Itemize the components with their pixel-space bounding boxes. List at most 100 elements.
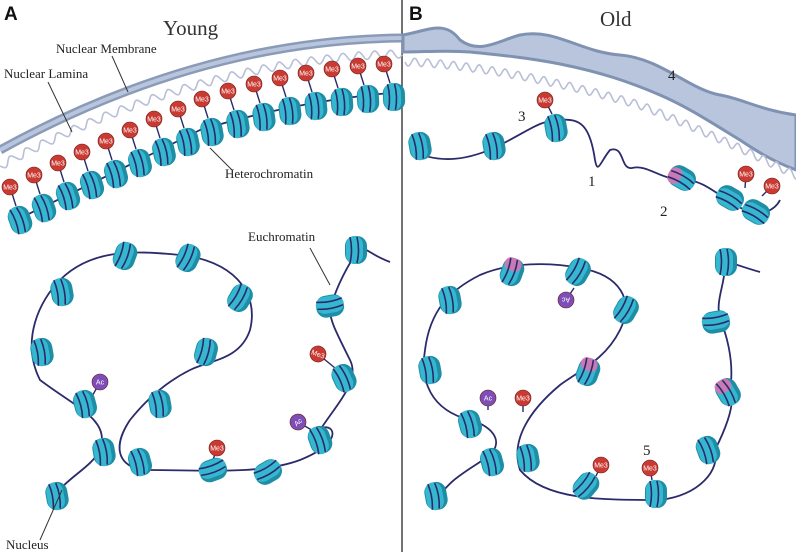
- old-het-nucleosome-6-wrap-1: [741, 209, 765, 225]
- young-het-me3-5-circle: [97, 132, 115, 150]
- young-eu-nucleosome-12-core: [198, 458, 227, 479]
- panel-a-title: Young: [163, 16, 219, 40]
- young-het-me3-3-circle: [49, 154, 67, 172]
- young-het-me3-1-circle: [1, 178, 19, 196]
- young-eu-nucleosome-14: [307, 425, 333, 455]
- callout-3: 3: [518, 109, 526, 125]
- young-het-me3-4-circle: [73, 143, 91, 161]
- young-het-me3-3: Me3: [49, 154, 67, 172]
- old-eu-nucleosome-9-wrap-2: [525, 444, 533, 471]
- young-eu-nucleosome-4-wrap-2: [39, 338, 47, 365]
- young-eu-nucleosome-5: [50, 277, 74, 307]
- old-het-me3-1-text: Me3: [538, 98, 552, 105]
- young-het-nucleosome-11: [252, 102, 276, 132]
- young-het-nucleosome-9-wrap-1: [203, 119, 210, 146]
- old-eu-nucleosome-13-core: [696, 436, 717, 465]
- young-het-me3-12: Me3: [271, 69, 289, 87]
- young-eu-nucleosome-14-wrap-1: [309, 429, 320, 455]
- young-het-nucleosome-13-wrap-2: [314, 92, 320, 119]
- old-eu-nucleosome-11-core: [572, 472, 597, 498]
- young-het-me3-10: Me3: [219, 82, 237, 100]
- old-eu-nucleosome-14: [714, 378, 741, 407]
- young-het-me3-7: Me3: [145, 110, 163, 128]
- young-eu-nucleosome-11: [127, 447, 153, 477]
- old-eu-nucleosome-7-wrap-2: [619, 299, 635, 323]
- old-het-nucleosome-6: [741, 199, 770, 225]
- old-eu-nucleosome-16-core: [716, 248, 733, 276]
- young-het-me3-14-text: Me3: [325, 67, 339, 74]
- young-eu-me3-1: Me3: [208, 439, 226, 457]
- callout-1: 1: [588, 174, 596, 190]
- young-eu-nucleosome-15-wrap-2: [338, 365, 352, 390]
- old-het-nucleosome-2: [482, 131, 506, 161]
- old-eu-nucleosome-4-wrap-2: [447, 286, 455, 313]
- young-het-me3-8-circle: [169, 100, 187, 118]
- young-eu-nucleosome-13-wrap-1: [253, 459, 277, 475]
- young-het-nucleosome-9-wrap-2: [209, 118, 217, 145]
- young-het-me3-5: Me3: [97, 132, 115, 150]
- young-het-me3-10-circle: [219, 82, 237, 100]
- young-het-me3-9: Me3: [193, 90, 211, 108]
- old-het-nucleosome-3-wrap-1: [547, 115, 554, 142]
- old-eu-nucleosome-13-wrap-2: [703, 437, 715, 462]
- old-eu-nucleosome-8: [575, 357, 601, 387]
- young-het-me3-15-circle: [349, 57, 367, 75]
- young-het-nucleosome-6-wrap-2: [137, 149, 145, 176]
- young-het-nucleosome-16-wrap-2: [393, 83, 398, 111]
- young-eu-nucleosome-16-wrap-1: [316, 297, 343, 304]
- young-het-me3-4: Me3: [73, 143, 91, 161]
- old-ac-2-text: Ac: [484, 396, 493, 403]
- old-nuclear-envelope: [401, 26, 796, 181]
- old-eu-me3-2-circle: [592, 456, 610, 474]
- young-het-me3-14: Me3: [323, 60, 341, 78]
- old-eu-nucleosome-1-wrap-1: [427, 483, 434, 510]
- nucleus-leader: [39, 489, 63, 541]
- old-eu-nucleosome-2: [457, 409, 483, 439]
- young-eu-nucleosome-7: [175, 243, 201, 273]
- young-eu-nucleosome-2: [92, 437, 116, 467]
- old-het-nucleosome-2-wrap-1: [485, 133, 492, 160]
- old-eu-nucleosome-4-wrap-1: [441, 287, 448, 314]
- young-het-me3-16: Me3: [375, 55, 393, 73]
- young-het-nucleosome-5-wrap-2: [112, 160, 122, 187]
- young-het-me3-14-circle: [323, 60, 341, 78]
- young-het-nucleosome-6-wrap-1: [130, 151, 139, 178]
- young-het-nucleosome-7-wrap-2: [161, 138, 169, 165]
- young-het-me3-3-text: Me3: [51, 161, 65, 168]
- young-het-me3-15-text: Me3: [351, 64, 365, 71]
- callout-4: 4: [668, 68, 676, 84]
- young-het-me3-10-text: Me3: [221, 89, 235, 96]
- young-het-nucleosome-16: [382, 82, 406, 112]
- label-leaders: [39, 55, 331, 541]
- young-eu-nucleosome-12-wrap-1: [198, 459, 224, 470]
- young-eu-nucleosome-15: [331, 363, 357, 393]
- young-het-me3-11-text: Me3: [247, 82, 261, 89]
- nucleosomes: [7, 82, 770, 511]
- young-eu-nucleosome-8-wrap-1: [227, 283, 243, 307]
- old-eu-nucleosome-9-wrap-1: [519, 445, 526, 472]
- old-het-nucleosome-5-core: [716, 188, 743, 211]
- young-het-me3-13-circle: [297, 64, 315, 82]
- old-ac-2-circle: [479, 389, 497, 407]
- young-het-nucleosome-12-wrap-1: [281, 98, 287, 125]
- young-eu-nucleosome-9-wrap-1: [196, 337, 205, 364]
- old-eu-nucleosome-1-wrap-2: [433, 482, 441, 509]
- old-eu-nucleosome-11: [572, 471, 600, 500]
- old-eu-nucleosome-16-wrap-1: [719, 248, 723, 276]
- young-het-nucleosome-1: [7, 205, 33, 235]
- young-het-nucleosome-12: [278, 96, 302, 126]
- old-eu-nucleosome-2-wrap-2: [466, 410, 476, 437]
- old-het-me3-2: Me3: [737, 165, 755, 183]
- old-eu-nucleosome-9: [516, 443, 540, 473]
- young-eu-nucleosome-16: [315, 294, 345, 318]
- old-het-me3-3: Me3: [763, 177, 781, 195]
- old-eu-nucleosome-8-wrap-1: [577, 357, 588, 383]
- old-ac-1-text: Ac: [561, 296, 570, 303]
- young-het-me3-9-circle: [193, 90, 211, 108]
- old-het-nucleosome-6-wrap-2: [745, 203, 769, 219]
- young-ac-1: Ac: [91, 373, 109, 391]
- young-eu-nucleosome-3-wrap-1: [75, 392, 84, 419]
- old-eu-nucleosome-12: [645, 480, 667, 508]
- old-eu-me3-2-text: Me3: [594, 463, 608, 470]
